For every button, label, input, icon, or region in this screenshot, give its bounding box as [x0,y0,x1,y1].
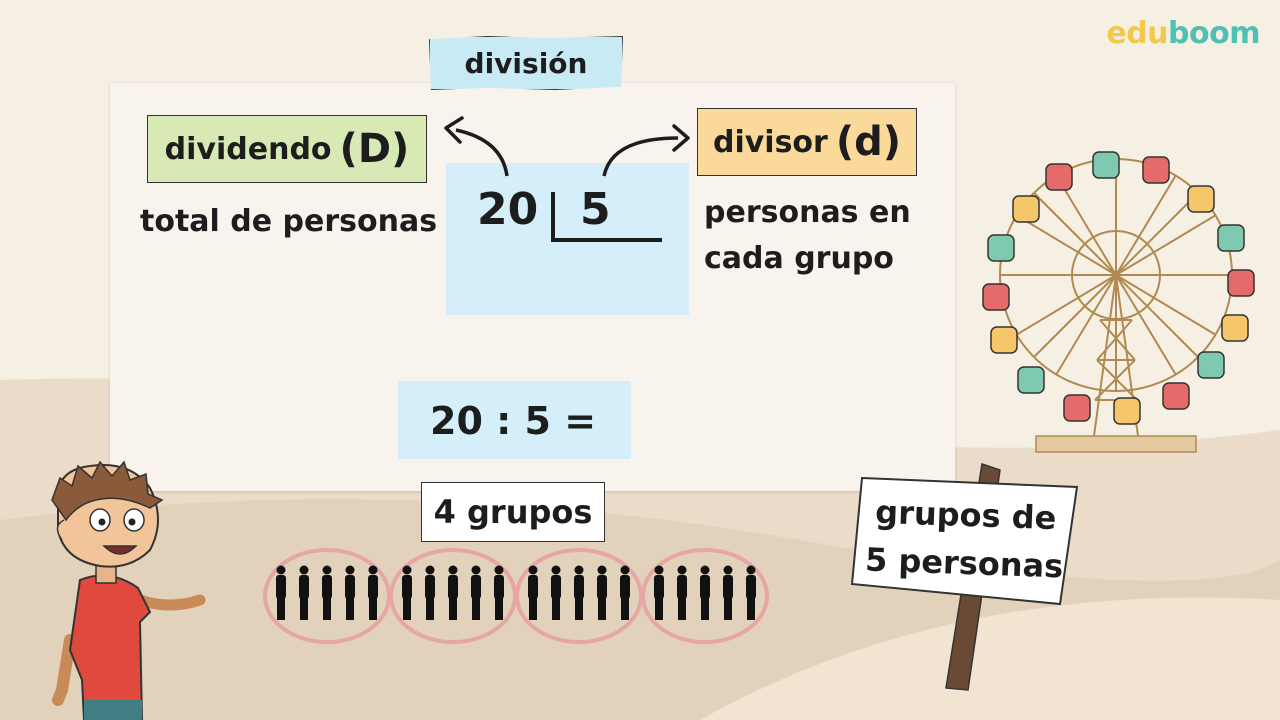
equation-text: 20 : 5 = [430,399,597,443]
equation-box [398,381,631,459]
dividendo-tag: dividendo (D) [147,115,427,183]
dividendo-symbol: (D) [339,126,410,172]
logo-part-edu: edu [1106,16,1169,51]
dividendo-label: dividendo [164,131,332,167]
divisor-description-line2: cada grupo [704,241,894,276]
sign-line1: grupos de [874,492,1058,538]
divisor-number: 5 [580,184,611,235]
eduboom-logo[interactable]: eduboom [1106,16,1260,51]
groups-count-text: 4 grupos [433,493,593,531]
dividendo-description: total de personas [140,204,438,239]
dividend-number: 20 [477,184,539,235]
divisor-symbol: (d) [835,119,902,165]
divisor-description-line1: personas en [704,195,911,230]
logo-part-boom: boom [1168,16,1260,51]
groups-count-label: 4 grupos [421,482,605,542]
divisor-label: divisor [712,124,828,160]
sign-line2: 5 personas [864,540,1064,586]
divisor-description: personas en cada grupo [704,190,944,282]
divisor-tag: divisor (d) [697,108,917,176]
title-tag: división [429,36,623,90]
sign-text: grupos de 5 personas [854,479,1076,599]
title-text: división [464,46,588,80]
